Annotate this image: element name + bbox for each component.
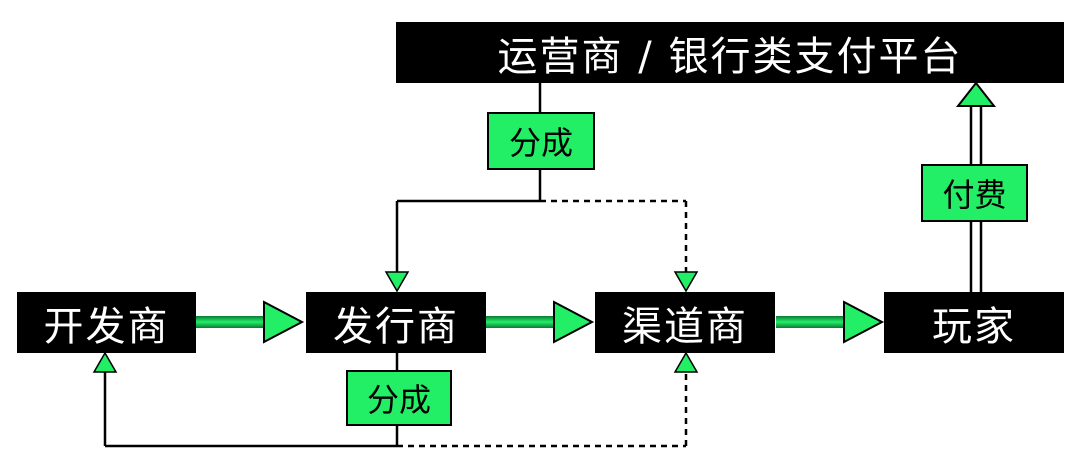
- share-line-platform: [384, 83, 699, 293]
- top-share-badge: 分成: [487, 112, 595, 170]
- developer-label: 开发商: [43, 303, 170, 350]
- channel-node: 渠道商: [595, 292, 775, 353]
- developer-node: 开发商: [17, 292, 196, 353]
- player-label: 玩家: [932, 303, 1016, 350]
- publisher-node: 发行商: [306, 292, 486, 353]
- arrow-developer-to-publisher: [196, 300, 305, 344]
- platform-label: 运营商 / 银行类支付平台: [497, 33, 963, 80]
- bottom-share-label: 分成: [366, 381, 431, 419]
- arrow-publisher-to-channel: [486, 300, 595, 344]
- top-share-label: 分成: [508, 124, 573, 162]
- player-node: 玩家: [884, 292, 1064, 353]
- payment-badge: 付费: [921, 164, 1028, 222]
- bottom-share-badge: 分成: [346, 370, 452, 426]
- channel-label: 渠道商: [622, 303, 748, 350]
- share-line-publisher: [92, 351, 699, 448]
- arrow-channel-to-player: [776, 300, 885, 344]
- payment-label: 付费: [942, 176, 1007, 214]
- platform-node: 运营商 / 银行类支付平台: [396, 22, 1064, 83]
- publisher-label: 发行商: [333, 303, 459, 350]
